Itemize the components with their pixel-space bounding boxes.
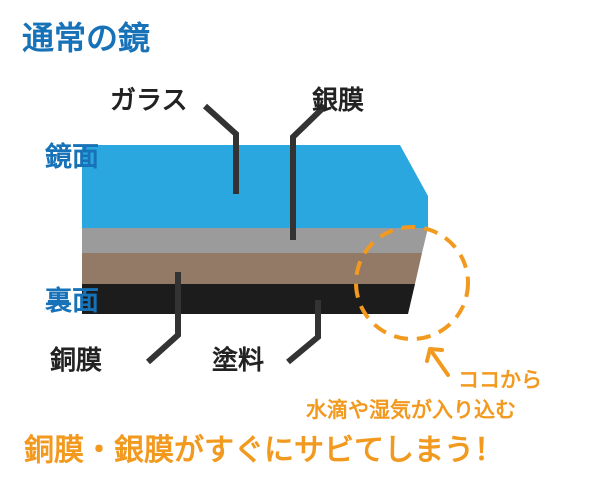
silver-film-label: 銀膜 [312, 86, 365, 116]
paint-layer [82, 284, 415, 314]
paint-label: 塗料 [212, 346, 265, 376]
glass-leader-line [202, 103, 239, 194]
paint-leader-line [286, 300, 321, 365]
front-side-label: 鏡面 [45, 142, 99, 173]
glass-label: ガラス [110, 86, 188, 116]
silver-film-layer [82, 228, 428, 253]
copper-film-label: 銅膜 [50, 346, 103, 376]
callout-arrow-icon [425, 347, 450, 377]
callout-text-line-2: 水滴や湿気が入り込む [306, 398, 516, 422]
copper-film-layer [82, 253, 422, 284]
silver-film-leader-line [290, 103, 328, 240]
glass-layer [82, 145, 428, 228]
diagram-title: 通常の鏡 [22, 19, 151, 57]
callout-text-line-1: ココから [458, 368, 542, 392]
back-side-label: 裏面 [45, 286, 99, 317]
entry-point-dashed-circle [354, 225, 470, 341]
conclusion-text: 銅膜・銀膜がすぐにサビてしまう！ [24, 433, 504, 468]
copper-film-leader-line [145, 272, 181, 365]
